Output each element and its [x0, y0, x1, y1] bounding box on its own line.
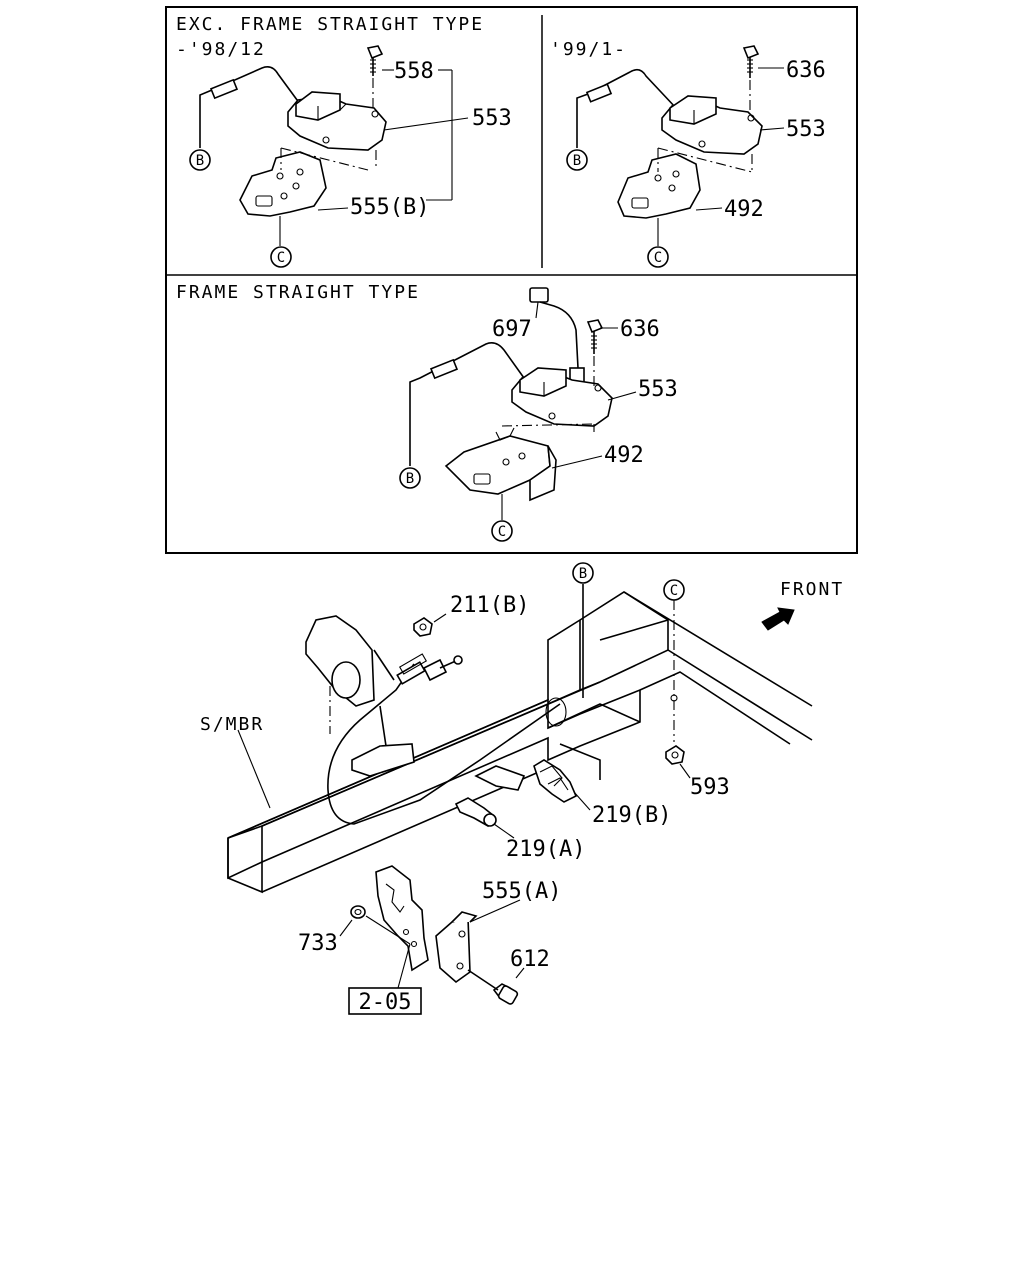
part-label-553-middle: 553 [638, 377, 678, 402]
panel-middle-title: FRAME STRAIGHT TYPE [176, 282, 420, 303]
part-label-492-top-right: 492 [724, 197, 764, 222]
part-label-219b: 219(B) [592, 803, 671, 828]
ref-b-top-left: B [189, 149, 211, 171]
part-label-211b: 211(B) [450, 593, 529, 618]
bracket-group [339, 865, 525, 1015]
part-label-219a: 219(A) [506, 837, 585, 862]
top-left-assembly [199, 45, 469, 246]
part-label-612: 612 [510, 947, 550, 972]
part-label-733: 733 [298, 931, 338, 956]
ref-c-top-right: C [647, 246, 669, 268]
reference-box-label: 2-05 [359, 990, 412, 1015]
svg-text:B: B [579, 566, 587, 582]
svg-text:C: C [670, 583, 678, 599]
part-label-593: 593 [690, 775, 730, 800]
ref-c-chassis: C [663, 579, 685, 601]
part-label-558: 558 [394, 59, 434, 84]
top-right-assembly [576, 45, 785, 246]
part-label-555a: 555(A) [482, 879, 561, 904]
ref-b-middle: B [399, 467, 421, 489]
ref-c-middle: C [491, 520, 513, 542]
svg-text:C: C [498, 524, 506, 540]
svg-text:B: B [406, 471, 414, 487]
svg-text:B: B [196, 153, 204, 169]
part-label-636-middle: 636 [620, 317, 660, 342]
svg-text:C: C [277, 250, 285, 266]
panel-top-left-title: EXC. FRAME STRAIGHT TYPE [176, 14, 484, 35]
ref-c-top-left: C [270, 246, 292, 268]
panel-top-right-period: '99/1- [550, 39, 627, 60]
front-arrow-icon [761, 607, 795, 631]
label-front: FRONT [780, 579, 844, 600]
upper-panel-frame [165, 6, 858, 554]
part-label-492-middle: 492 [604, 443, 644, 468]
svg-text:C: C [654, 250, 662, 266]
part-label-553-top-right: 553 [786, 117, 826, 142]
chassis-frame [227, 584, 813, 894]
part-label-636-top-right: 636 [786, 58, 826, 83]
part-label-553-top-left: 553 [472, 106, 512, 131]
middle-assembly [409, 287, 637, 520]
svg-text:B: B [573, 153, 581, 169]
part-label-697: 697 [492, 317, 532, 342]
ref-b-chassis: B [572, 562, 594, 584]
part-label-555b: 555(B) [350, 195, 429, 220]
panel-top-left-period: -'98/12 [176, 39, 266, 60]
ref-b-top-right: B [566, 149, 588, 171]
label-s-mbr: S/MBR [200, 714, 264, 735]
